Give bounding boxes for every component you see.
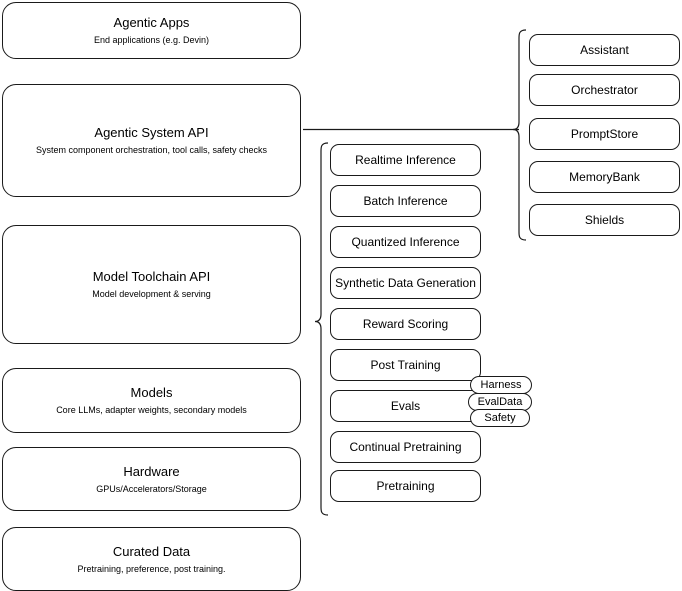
toolchain-item-label: Quantized Inference bbox=[351, 234, 460, 249]
toolchain-item-synthetic-data-generation[interactable]: Synthetic Data Generation bbox=[330, 267, 481, 299]
bracket-system-components bbox=[512, 29, 527, 241]
system-item-label: Shields bbox=[584, 212, 625, 227]
system-item-assistant[interactable]: Assistant bbox=[529, 34, 680, 66]
toolchain-item-batch-inference[interactable]: Batch Inference bbox=[330, 185, 481, 217]
system-item-label: PromptStore bbox=[570, 126, 639, 141]
layer-subtitle: GPUs/Accelerators/Storage bbox=[96, 483, 207, 494]
toolchain-item-label: Pretraining bbox=[376, 478, 435, 493]
layer-title: Model Toolchain API bbox=[92, 269, 211, 284]
layer-subtitle: Model development & serving bbox=[92, 289, 211, 299]
layer-title: Agentic Apps bbox=[113, 15, 190, 30]
system-item-orchestrator[interactable]: Orchestrator bbox=[529, 74, 680, 106]
toolchain-item-label: Evals bbox=[390, 398, 421, 413]
toolchain-item-evals[interactable]: Evals bbox=[330, 390, 481, 422]
layer-curated-data[interactable]: Curated Data Pretraining, preference, po… bbox=[2, 527, 301, 591]
toolchain-item-pretraining[interactable]: Pretraining bbox=[330, 470, 481, 502]
toolchain-item-reward-scoring[interactable]: Reward Scoring bbox=[330, 308, 481, 340]
layer-title: Models bbox=[130, 385, 173, 400]
layer-subtitle: End applications (e.g. Devin) bbox=[93, 35, 210, 45]
evals-tag-label: EvalData bbox=[477, 395, 523, 408]
toolchain-item-label: Post Training bbox=[370, 357, 441, 372]
layer-models[interactable]: Models Core LLMs, adapter weights, secon… bbox=[2, 368, 301, 433]
evals-tag-label: Safety bbox=[484, 411, 516, 424]
layer-title: Curated Data bbox=[112, 543, 191, 559]
layer-subtitle: System component orchestration, tool cal… bbox=[35, 145, 268, 155]
system-item-promptstore[interactable]: PromptStore bbox=[529, 118, 680, 150]
bracket-toolchain-components bbox=[314, 142, 329, 516]
layer-subtitle: Core LLMs, adapter weights, secondary mo… bbox=[56, 405, 247, 415]
system-item-label: Orchestrator bbox=[571, 82, 638, 97]
layer-agentic-apps[interactable]: Agentic Apps End applications (e.g. Devi… bbox=[2, 2, 301, 59]
toolchain-item-label: Continual Pretraining bbox=[349, 439, 462, 454]
toolchain-item-label: Realtime Inference bbox=[355, 152, 456, 167]
evals-tag-harness[interactable]: Harness bbox=[470, 376, 532, 394]
layer-title: Agentic System API bbox=[94, 125, 209, 140]
layer-hardware[interactable]: Hardware GPUs/Accelerators/Storage bbox=[2, 447, 301, 511]
evals-tag-safety[interactable]: Safety bbox=[470, 409, 530, 427]
toolchain-item-label: Batch Inference bbox=[363, 193, 448, 208]
system-item-shields[interactable]: Shields bbox=[529, 204, 680, 236]
system-item-memorybank[interactable]: MemoryBank bbox=[529, 161, 680, 193]
toolchain-item-label: Synthetic Data Generation bbox=[335, 275, 476, 290]
system-item-label: MemoryBank bbox=[569, 169, 640, 184]
system-item-label: Assistant bbox=[580, 42, 629, 57]
toolchain-item-label: Reward Scoring bbox=[362, 316, 449, 331]
toolchain-item-continual-pretraining[interactable]: Continual Pretraining bbox=[330, 431, 481, 463]
toolchain-item-post-training[interactable]: Post Training bbox=[330, 349, 481, 381]
toolchain-item-quantized-inference[interactable]: Quantized Inference bbox=[330, 226, 481, 258]
toolchain-item-realtime-inference[interactable]: Realtime Inference bbox=[330, 144, 481, 176]
evals-tag-label: Harness bbox=[480, 378, 522, 391]
layer-model-toolchain-api[interactable]: Model Toolchain API Model development & … bbox=[2, 225, 301, 344]
layer-agentic-system-api[interactable]: Agentic System API System component orch… bbox=[2, 84, 301, 197]
layer-title: Hardware bbox=[123, 463, 180, 479]
layer-subtitle: Pretraining, preference, post training. bbox=[77, 563, 226, 574]
